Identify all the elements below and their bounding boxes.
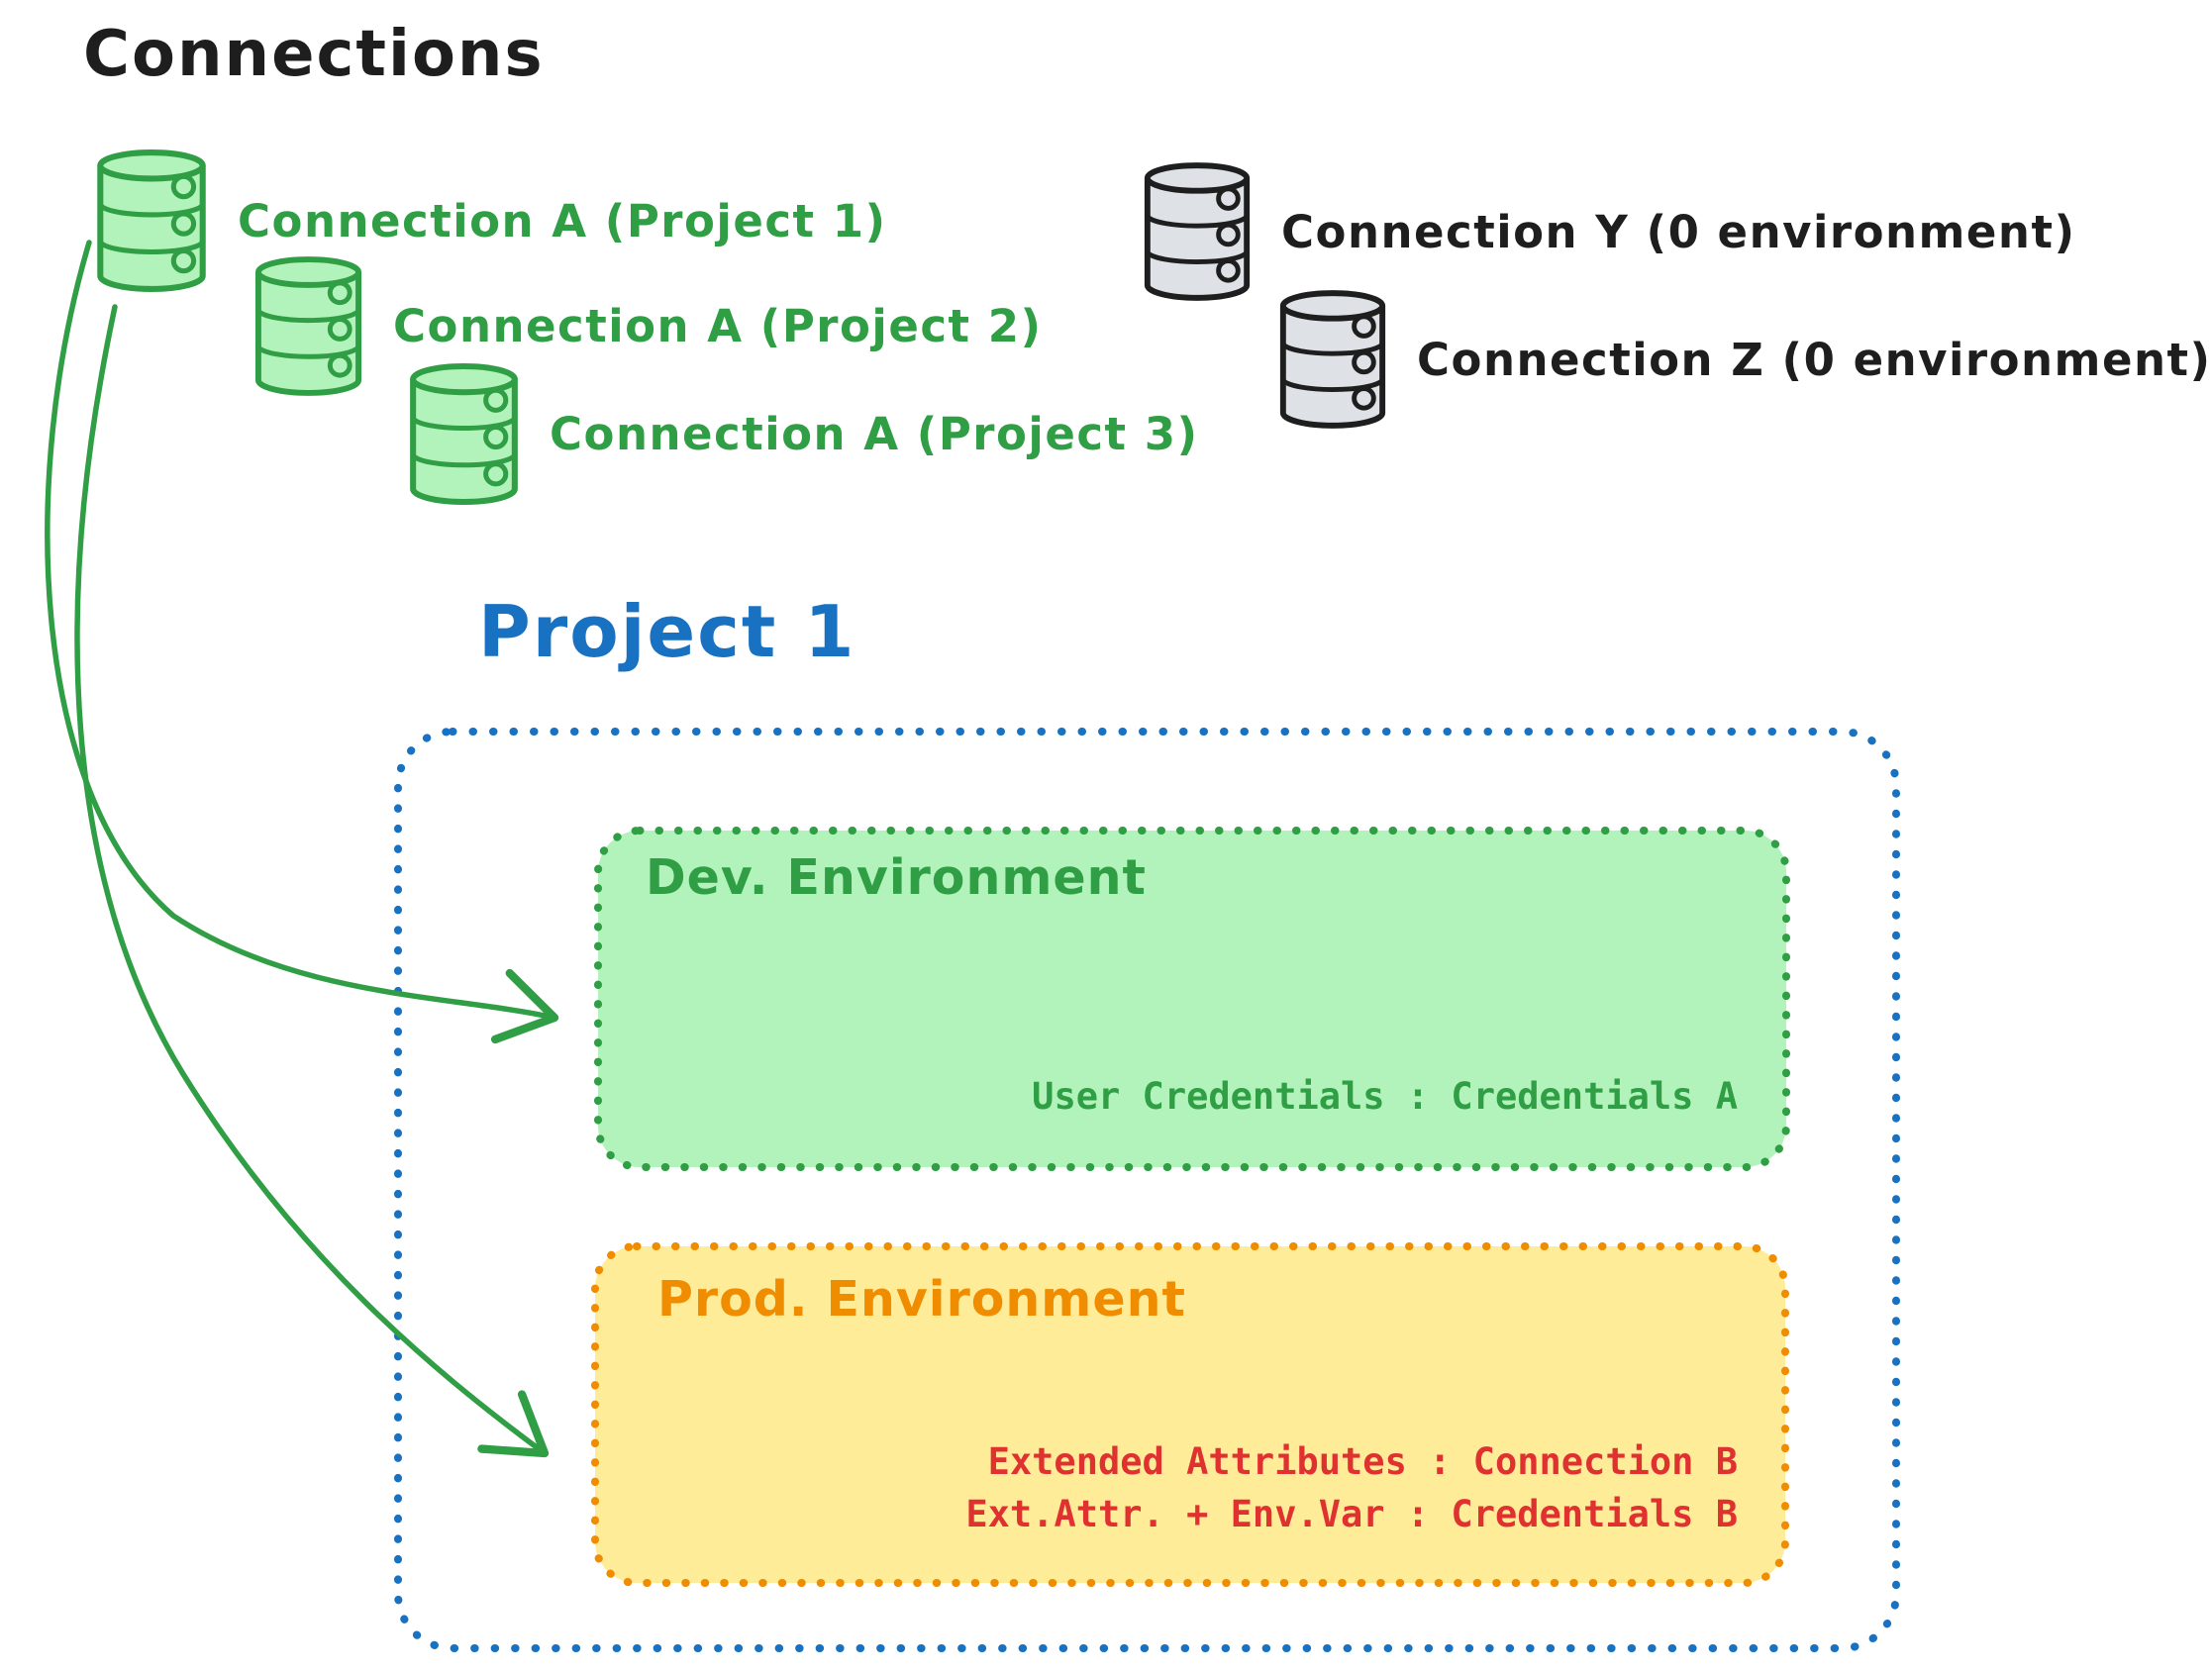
database-icon bbox=[404, 362, 524, 506]
prod-credentials-line-1: Extended Attributes : Connection B bbox=[987, 1440, 1738, 1483]
dev-credentials-text: User Credentials : Credentials A bbox=[1032, 1075, 1738, 1118]
connection-label: Connection Y (0 environment) bbox=[1281, 205, 2076, 258]
database-icon bbox=[250, 255, 367, 397]
dev-environment-box bbox=[594, 827, 1790, 1171]
database-icon bbox=[91, 148, 212, 293]
project-1-box bbox=[394, 728, 1900, 1652]
database-icon bbox=[1139, 161, 1256, 302]
connection-label: Connection A (Project 2) bbox=[393, 300, 1043, 352]
arrow-connection-a-to-dev bbox=[45, 240, 559, 1044]
prod-environment-box bbox=[591, 1242, 1789, 1587]
dev-environment-title: Dev. Environment bbox=[646, 849, 1147, 906]
connection-label: Connection Z (0 environment) bbox=[1417, 333, 2212, 386]
prod-environment-title: Prod. Environment bbox=[657, 1271, 1186, 1328]
connection-z-item: Connection Z (0 environment) bbox=[1274, 289, 2212, 430]
diagram-title: Connections bbox=[83, 18, 545, 91]
database-icon bbox=[1274, 289, 1391, 430]
connection-a-project-1-item: Connection A (Project 1) bbox=[91, 148, 887, 293]
project-1-title: Project 1 bbox=[478, 590, 856, 673]
prod-credentials-line-2: Ext.Attr. + Env.Var : Credentials B bbox=[965, 1493, 1738, 1535]
connection-label: Connection A (Project 1) bbox=[238, 194, 887, 247]
arrow-connection-a-to-prod bbox=[74, 304, 550, 1458]
connection-y-item: Connection Y (0 environment) bbox=[1139, 161, 2076, 302]
connection-a-project-2-item: Connection A (Project 2) bbox=[250, 255, 1043, 397]
prod-credentials-text: Extended Attributes : Connection B Ext.A… bbox=[965, 1435, 1738, 1540]
connection-a-project-3-item: Connection A (Project 3) bbox=[404, 362, 1199, 506]
connection-label: Connection A (Project 3) bbox=[550, 408, 1199, 460]
